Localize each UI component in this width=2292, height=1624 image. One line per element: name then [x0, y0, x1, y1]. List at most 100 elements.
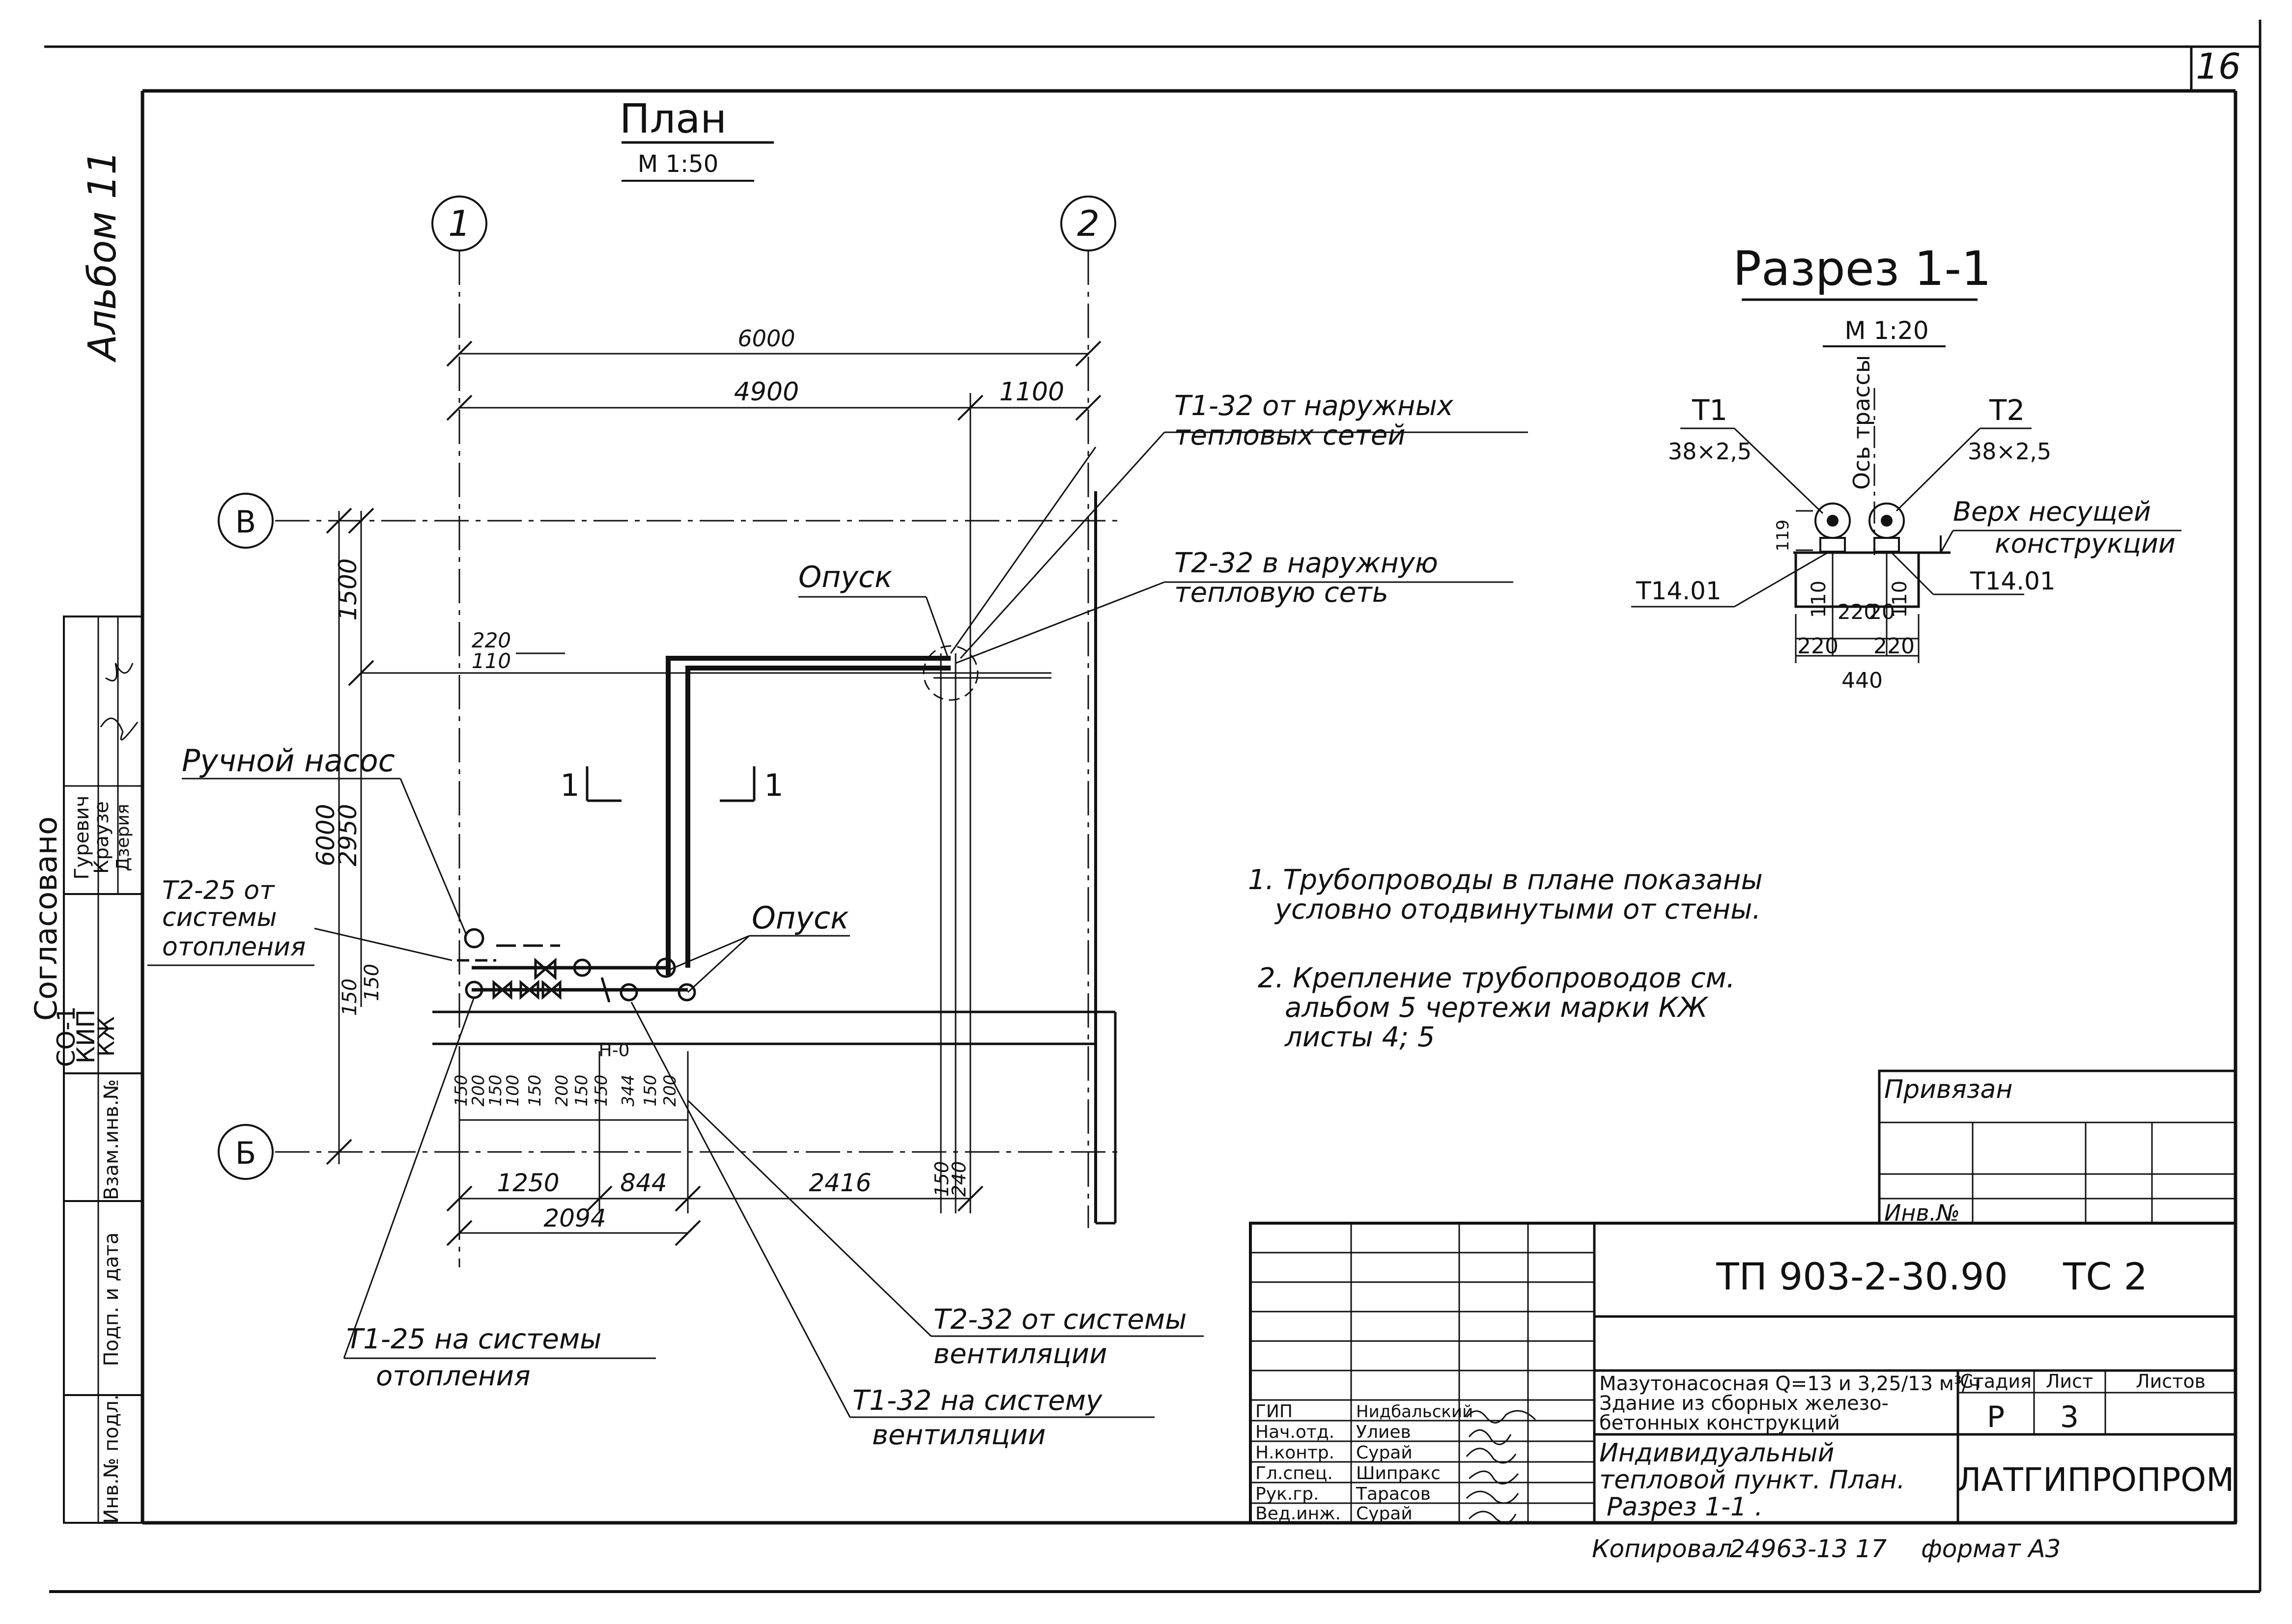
dim-2094: 2094 — [543, 1204, 606, 1232]
sec-dim-220-mid: 220 — [1838, 600, 1877, 624]
sec-dim-110b: 110 — [1889, 581, 1911, 618]
object-name: Мазутонасосная Q=13 и 3,25/13 м³/ч — [1599, 1372, 1980, 1395]
label-t2-32-outer: Т2-32 в наружную — [1174, 547, 1438, 579]
dim-844: 844 — [620, 1169, 667, 1197]
label-opusk-mid: Опуск — [752, 900, 849, 936]
notes: 1. Трубопроводы в плане показаны условно… — [1248, 864, 1763, 1053]
dim-150a: 150 — [339, 979, 361, 1016]
sheet-value: 3 — [2060, 1400, 2079, 1434]
pipe-t1 — [666, 656, 951, 975]
section-mark-right: 1 — [764, 767, 783, 803]
role-nkontr: Н.контр. — [1255, 1443, 1334, 1463]
doc-mark: ТС 2 — [2063, 1255, 2148, 1298]
small-dim-1: 150 — [452, 1075, 471, 1107]
valve-mark: Н-0 — [599, 1040, 630, 1061]
small-dim-9: 344 — [619, 1075, 638, 1107]
sec-t2: Т2 — [1989, 393, 2025, 427]
dim-240: 240 — [948, 1161, 970, 1197]
label-t1-25-2: отопления — [376, 1360, 531, 1392]
section-axis-label: Ось трассы — [1848, 355, 1875, 490]
person-3: Дзерия — [113, 804, 133, 871]
label-t1-32-outer-2: тепловых сетей — [1174, 420, 1406, 451]
sec-t1-size: 38×2,5 — [1668, 438, 1752, 465]
role-vedinzh: Вед.инж. — [1255, 1504, 1341, 1524]
inv-orig-label: Инв.№ подл. — [100, 1394, 123, 1523]
dim-6000-left: 6000 — [311, 804, 340, 866]
sec-dim-220-left: 220 — [1797, 634, 1839, 659]
dim-4900: 4900 — [734, 377, 799, 407]
title-block: ТП 903-2-30.90 ТС 2 Мазутонасосная Q=13 … — [1249, 1222, 2237, 1524]
note-2c: листы 4; 5 — [1284, 1021, 1435, 1053]
name-4: Шипракс — [1356, 1463, 1441, 1484]
small-dim-8: 150 — [592, 1075, 611, 1107]
name-3: Сурай — [1356, 1443, 1413, 1463]
label-t2-25: Т2-25 от — [162, 876, 275, 905]
section-scale: М 1:20 — [1844, 316, 1928, 345]
small-dim-10: 150 — [641, 1075, 660, 1107]
dept-kip: КИП — [72, 1009, 100, 1064]
org-name: ЛАТГИПРОПРОМ — [1957, 1461, 2234, 1499]
album-label: Альбом 11 — [81, 150, 125, 363]
label-t2-25-2: системы — [162, 903, 277, 932]
object-name-3: бетонных конструкций — [1599, 1412, 1840, 1434]
sec-dim-220-right: 220 — [1873, 634, 1915, 659]
role-gip: ГИП — [1255, 1401, 1293, 1422]
agreed-label: Согласовано — [28, 816, 64, 1021]
dim-150-right: 150 — [931, 1161, 953, 1197]
sheet-title-2: тепловой пункт. План. — [1599, 1465, 1905, 1495]
stage-label: Стадия — [1960, 1371, 2032, 1392]
sec-dim-119: 119 — [1773, 520, 1793, 552]
sec-t1: Т1 — [1692, 393, 1727, 427]
title-signatures — [1466, 1410, 1536, 1524]
section-title: Разрез 1-1 — [1733, 241, 1991, 296]
small-dim-7: 150 — [572, 1075, 592, 1107]
copy-label: Копировал — [1592, 1535, 1732, 1563]
axis-b-label: Б — [235, 1135, 256, 1171]
dim-2416: 2416 — [809, 1169, 871, 1197]
sec-top-structure: Верх несущей — [1953, 496, 2151, 527]
label-opusk-top: Опуск — [798, 560, 892, 594]
person-1: Гуревич — [71, 795, 93, 879]
dim-150b: 150 — [361, 964, 383, 1001]
label-t2-32-outer-2: тепловую сеть — [1174, 577, 1388, 609]
dim-1500: 1500 — [334, 558, 362, 620]
label-t2-32-vent: Т2-32 от системы — [934, 1304, 1187, 1336]
sheet-label: Лист — [2046, 1371, 2093, 1392]
side-stamp: Согласовано СО-1 КИП КЖ Гуревич Краузе Д… — [28, 616, 143, 1524]
name-1: Нидбальский — [1356, 1402, 1473, 1422]
section-view: Разрез 1-1 М 1:20 Ось трассы 119 110 110… — [1631, 241, 2181, 693]
label-t1-25: Т1-25 на системы — [346, 1323, 601, 1355]
inv-replace-label: Взам.инв.№ — [100, 1079, 123, 1200]
note-2b: альбом 5 чертежи марки КЖ — [1285, 992, 1709, 1024]
side-signatures — [100, 663, 139, 741]
sign-date-label: Подп. и дата — [100, 1232, 123, 1366]
person-2: Краузе — [90, 801, 113, 874]
plan-title: План — [620, 96, 727, 142]
dept-co1: СО-1 — [52, 1006, 81, 1067]
copy-number: 24963-13 17 — [1729, 1535, 1887, 1563]
sec-t2-size: 38×2,5 — [1968, 438, 2051, 465]
object-name-2: Здание из сборных железо- — [1599, 1392, 1889, 1415]
section-mark-left: 1 — [560, 767, 579, 803]
sec-support-right: Т14.01 — [1970, 567, 2056, 595]
sheets-label: Листов — [2136, 1371, 2206, 1392]
small-dim-5: 150 — [525, 1075, 545, 1107]
label-t2-32-vent-2: вентиляции — [934, 1338, 1107, 1370]
plan-scale: М 1:50 — [638, 150, 718, 178]
copy-format: формат А3 — [1921, 1535, 2061, 1563]
axis-v-label: В — [235, 504, 256, 540]
sec-dim-110a: 110 — [1808, 581, 1830, 618]
small-dim-texts: 150 200 150 100 150 200 150 150 344 150 … — [452, 1075, 680, 1107]
note-1a: 1. Трубопроводы в плане показаны — [1248, 864, 1763, 896]
note-1b: условно отодвинутыми от стены. — [1274, 894, 1761, 925]
role-nach: Нач.отд. — [1255, 1422, 1334, 1442]
dim-6000-top: 6000 — [737, 325, 795, 352]
sec-top-structure-2: конструкции — [1995, 528, 2176, 559]
name-5: Тарасов — [1356, 1484, 1431, 1504]
privyazan-block: Привязан Инв.№ — [1878, 1069, 2237, 1226]
dim-110: 110 — [472, 649, 511, 673]
doc-code: ТП 903-2-30.90 — [1716, 1255, 2008, 1298]
name-6: Сурай — [1356, 1504, 1413, 1524]
small-dim-4: 100 — [503, 1075, 523, 1107]
